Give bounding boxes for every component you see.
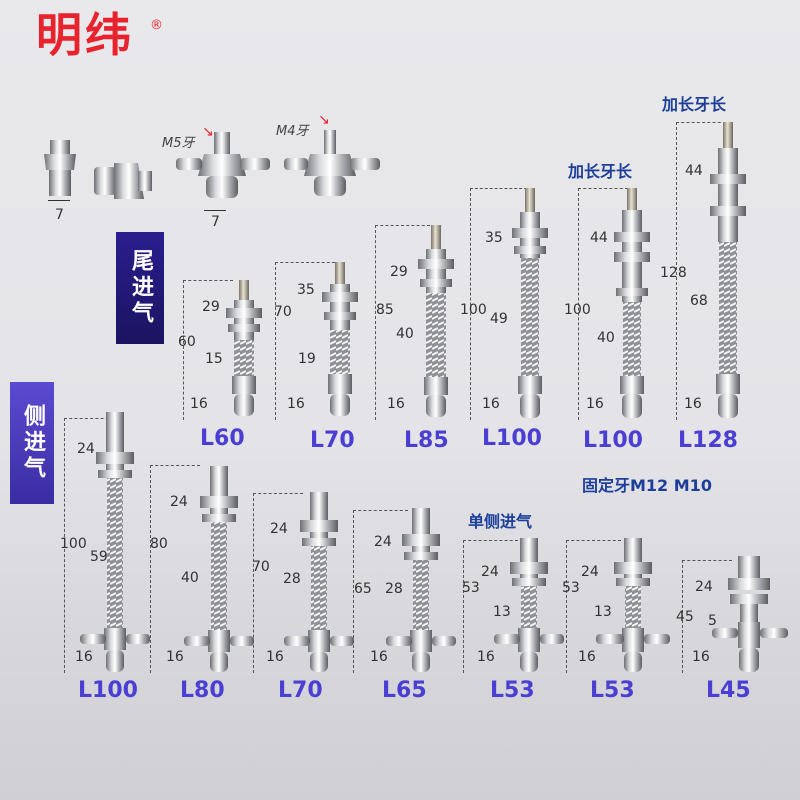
dim-value: 100	[460, 302, 487, 318]
dim-value: 40	[181, 570, 199, 586]
dim-value: 7	[211, 214, 220, 230]
dim-value: 24	[77, 441, 95, 457]
m4-thread-note: M4牙	[276, 124, 309, 139]
suction-cup-l60	[226, 280, 262, 416]
dim-value: 24	[581, 564, 599, 580]
dim-value: 28	[385, 581, 403, 597]
suction-cup-l70	[322, 262, 358, 416]
dim-value: 16	[370, 649, 388, 665]
dim-value: 16	[692, 649, 710, 665]
side-cup-l65	[386, 508, 456, 672]
dim-value: 16	[287, 396, 305, 412]
fixed-thread-note: 固定牙M12 M10	[582, 476, 712, 495]
registered-mark: ®	[150, 18, 163, 33]
length-label: L70	[278, 678, 323, 703]
fitting-straight-b	[94, 163, 152, 199]
dim-value: 13	[493, 604, 511, 620]
dim-value: 35	[297, 282, 315, 298]
dim-value: 49	[490, 311, 508, 327]
dim-value: 68	[690, 293, 708, 309]
dim-value: 15	[205, 351, 223, 367]
dim-value: 16	[586, 396, 604, 412]
dim-value: 70	[252, 559, 270, 575]
dim-value: 45	[676, 609, 694, 625]
dim-value: 16	[482, 396, 500, 412]
side-cup-l53-alt	[596, 538, 670, 672]
dim-value: 24	[695, 579, 713, 595]
dim-value: 53	[462, 580, 480, 596]
dim-bracket	[48, 200, 70, 201]
dim-bracket	[204, 210, 226, 211]
length-label: L80	[180, 678, 225, 703]
dim-value: 24	[270, 521, 288, 537]
dim-value: 5	[708, 613, 717, 629]
dim-value: 13	[594, 604, 612, 620]
dim-value: 24	[374, 534, 392, 550]
dim-value: 100	[60, 536, 87, 552]
dim-value: 19	[298, 351, 316, 367]
length-label: L85	[404, 428, 449, 453]
side-cup-l45	[712, 556, 788, 672]
dim-value: 65	[354, 581, 372, 597]
dim-value: 7	[55, 207, 64, 223]
side-cup-l53	[494, 538, 564, 672]
length-label: L45	[706, 678, 751, 703]
suction-cup-l128	[710, 122, 746, 418]
dim-value: 44	[685, 163, 703, 179]
single-side-note: 单侧进气	[468, 512, 533, 531]
dim-value: 24	[481, 564, 499, 580]
length-label: L53	[590, 678, 635, 703]
dim-value: 53	[562, 580, 580, 596]
side-cup-l80	[184, 466, 254, 672]
m5-thread-note: M5牙	[162, 136, 195, 151]
dim-value: 16	[477, 649, 495, 665]
dim-value: 16	[166, 649, 184, 665]
dim-value: 16	[190, 396, 208, 412]
tail-inlet-badge: 尾进气	[116, 232, 164, 344]
dim-value: 24	[170, 494, 188, 510]
suction-cup-l100-extended	[614, 188, 650, 418]
dim-value: 59	[90, 549, 108, 565]
brand-logo: 明纬	[36, 8, 134, 62]
dim-value: 16	[266, 649, 284, 665]
length-label: L60	[200, 426, 245, 451]
dim-value: 40	[396, 326, 414, 342]
arrow-icon: ↘	[202, 124, 214, 140]
side-cup-l70	[284, 492, 354, 672]
dim-value: 16	[387, 396, 405, 412]
length-label: L100	[482, 426, 542, 451]
length-label: L65	[382, 678, 427, 703]
length-label: L100	[78, 678, 138, 703]
arrow-icon: ↘	[318, 112, 330, 128]
suction-cup-l100	[512, 188, 548, 418]
dim-value: 60	[178, 334, 196, 350]
side-inlet-badge: 侧进气	[10, 382, 54, 504]
dim-value: 29	[390, 264, 408, 280]
length-label: L70	[310, 428, 355, 453]
dim-value: 70	[274, 304, 292, 320]
fitting-side-m5	[176, 132, 270, 198]
dim-value: 80	[150, 536, 168, 552]
length-label: L100	[583, 428, 643, 453]
fitting-side-m4	[284, 130, 380, 196]
dim-value: 35	[485, 230, 503, 246]
suction-cup-l85	[418, 225, 454, 417]
dim-value: 85	[376, 302, 394, 318]
dim-value: 16	[684, 396, 702, 412]
length-label: L53	[490, 678, 535, 703]
dim-value: 16	[75, 649, 93, 665]
side-cup-l100	[80, 412, 150, 672]
length-label: L128	[678, 428, 738, 453]
dim-value: 44	[590, 230, 608, 246]
dim-value: 100	[564, 302, 591, 318]
dim-value: 16	[578, 649, 596, 665]
extended-thread-note: 加长牙长	[568, 162, 633, 181]
dim-value: 40	[597, 330, 615, 346]
dim-value: 29	[202, 299, 220, 315]
dim-value: 28	[283, 571, 301, 587]
dim-value: 128	[660, 265, 687, 281]
extended-thread-note: 加长牙长	[662, 95, 727, 114]
fitting-straight-a	[44, 140, 76, 196]
